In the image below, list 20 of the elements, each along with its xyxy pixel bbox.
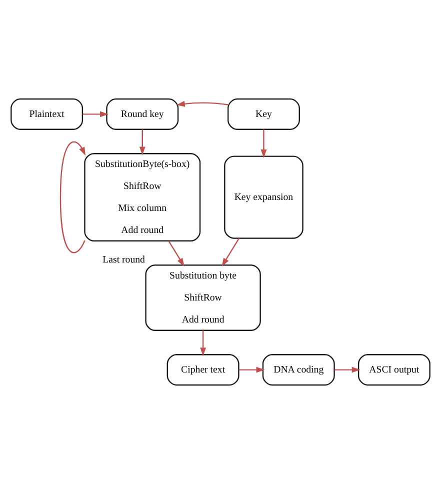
arrow — [222, 237, 240, 266]
arrow — [139, 129, 146, 155]
node-box: SubstitutionByte(s-box) ShiftRow Mix column Add round — [84, 152, 201, 241]
arrow — [82, 110, 109, 117]
node-box: Cipher text — [166, 354, 240, 386]
node-box: DNA coding — [262, 354, 335, 386]
node-box: Key expansion — [224, 155, 304, 238]
arrow — [200, 330, 206, 356]
node-box: Key — [227, 98, 300, 130]
node-label: Last round — [102, 254, 145, 265]
node-box: Plaintext — [10, 98, 84, 130]
arrow — [260, 129, 267, 158]
arrow — [168, 240, 184, 266]
arrow — [176, 100, 228, 106]
arrow — [60, 140, 86, 253]
arrow — [334, 366, 360, 372]
node-box: Substitution byte ShiftRow Add round — [145, 264, 261, 330]
node-box: Round key — [106, 98, 179, 130]
arrow — [238, 366, 265, 372]
node-box: ASCI output — [358, 354, 430, 386]
